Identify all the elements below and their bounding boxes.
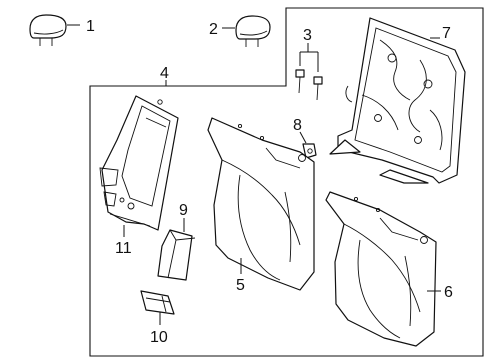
callout-6: 6	[444, 284, 453, 301]
headrest-left	[29, 14, 67, 46]
leader-8	[299, 131, 307, 144]
callout-3: 3	[303, 27, 312, 44]
armrest-pad	[157, 229, 196, 281]
trim-piece	[140, 290, 175, 315]
callout-8: 8	[293, 117, 302, 134]
assembly-frame	[89, 7, 484, 357]
callout-11: 11	[115, 240, 132, 257]
clip	[302, 143, 317, 159]
seatback-right	[325, 191, 437, 347]
headrest-right	[235, 15, 271, 47]
seatback-center	[207, 117, 315, 291]
callout-9: 9	[179, 202, 188, 219]
callout-10: 10	[150, 329, 168, 346]
callout-2: 2	[209, 21, 218, 38]
callout-1: 1	[86, 18, 95, 35]
seatback-frame	[329, 17, 466, 184]
callout-7: 7	[442, 25, 451, 42]
callout-5: 5	[236, 277, 245, 294]
backrest-panel	[99, 95, 179, 231]
bolts	[295, 43, 323, 101]
callout-4: 4	[160, 65, 169, 82]
